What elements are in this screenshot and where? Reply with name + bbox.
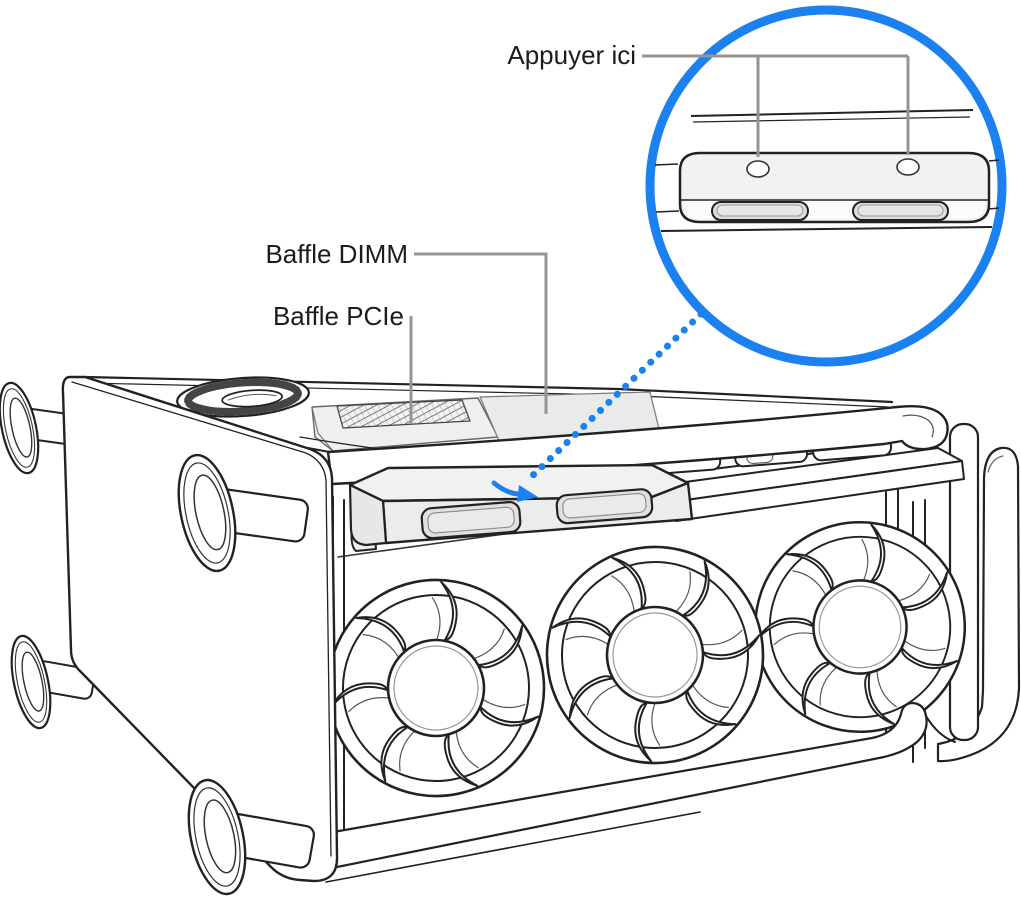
- zoom-pointer-arrow: [491, 310, 705, 502]
- callout-slot-left: [711, 201, 809, 221]
- computer-body: [0, 375, 1021, 896]
- press-here-label: Appuyer ici: [507, 40, 636, 70]
- pcie-baffle-top: [311, 397, 499, 452]
- dotted-line: [525, 310, 705, 483]
- callout-slot-right: [852, 201, 949, 221]
- callout-baffle: [678, 151, 991, 224]
- callout-circle: [645, 5, 1007, 367]
- vent-oval: [176, 376, 310, 418]
- press-point-left: [746, 160, 770, 178]
- fan-left: [311, 563, 561, 813]
- foot-bottom-middle: [187, 778, 315, 896]
- baffle-dimm-label: Baffle DIMM: [265, 239, 408, 269]
- baffle-pcie-label: Baffle PCIe: [273, 301, 404, 331]
- press-point-right: [896, 158, 920, 176]
- dimm-baffle-front: [348, 463, 694, 552]
- baffle-dimm-leader: [414, 252, 548, 414]
- baffle-front-slot-left: [420, 500, 522, 540]
- bottom-rail: [314, 701, 956, 883]
- press-here-leader: [642, 54, 910, 157]
- foot-middle: [177, 453, 309, 573]
- baffle-front-slot-right: [555, 488, 654, 525]
- callout-panel-lines: [654, 109, 1000, 232]
- arrow-head: [517, 485, 538, 502]
- handle-outer-tube-inner-line: [987, 455, 1004, 473]
- leader-lines: [409, 54, 910, 424]
